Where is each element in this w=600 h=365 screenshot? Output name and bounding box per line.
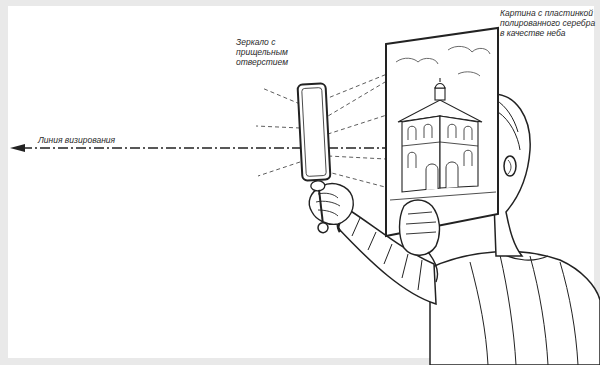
painting-part (396, 58, 438, 64)
painting-part (448, 46, 490, 54)
baptistery-building-part (435, 84, 445, 89)
holding-hand-part (408, 212, 432, 214)
annotation-label: Зеркало с прищельным отверстием (236, 37, 302, 67)
light-ray-part (258, 162, 300, 176)
baptistery-building-part (439, 78, 440, 82)
torso-part (500, 255, 516, 365)
arm-part (368, 232, 376, 250)
hand-part (318, 193, 338, 198)
head-part (496, 100, 518, 132)
baptistery-building-part (440, 116, 478, 188)
light-ray-part (328, 72, 392, 98)
annotation-label: Картина с пластинкой полированного сереб… (500, 8, 596, 38)
painting-part (386, 28, 498, 236)
arm-part (352, 218, 360, 236)
painting (386, 28, 498, 236)
sight-line-part (22, 147, 432, 148)
mirror-part (319, 190, 323, 222)
torso-part (470, 262, 488, 365)
baptistery-building-part (402, 142, 440, 146)
sight-line (10, 144, 432, 152)
torso (430, 252, 600, 365)
mirror-part (298, 83, 331, 180)
arm-part (418, 260, 422, 290)
mirror-part (318, 222, 329, 233)
baptistery-building-part (408, 152, 416, 168)
baptistery-building-part (464, 150, 472, 166)
head-part (498, 112, 520, 150)
mirror-part (302, 88, 327, 177)
torso-part (560, 262, 578, 365)
annotation-label: Линия визирования (38, 135, 168, 145)
holding-hand-part (406, 222, 436, 224)
sight-line-part (10, 144, 25, 152)
mirror-part (311, 181, 326, 192)
head-part (508, 160, 511, 174)
arm-part (384, 244, 392, 264)
light-ray-part (262, 88, 300, 104)
baptistery-building-part (426, 164, 438, 190)
arm-part (402, 254, 408, 278)
baptistery-building-part (402, 116, 440, 192)
holding-hand-part (400, 200, 440, 255)
torso-part (430, 252, 600, 365)
painting-part (458, 72, 480, 76)
light-ray-part (256, 126, 300, 128)
baptistery-building-part (440, 142, 478, 146)
baptistery-building-part (408, 126, 416, 140)
baptistery-building-part (435, 88, 445, 100)
mirror (298, 83, 334, 233)
baptistery-building (390, 78, 496, 200)
baptistery-building-part (464, 126, 472, 140)
baptistery-building-part (446, 162, 458, 188)
head-part (504, 156, 516, 176)
baptistery-building-part (424, 124, 432, 138)
holding-hand-part (428, 252, 438, 282)
baptistery-building-part (448, 124, 456, 138)
holding-hand (400, 200, 440, 282)
torso-part (530, 256, 548, 365)
baptistery-building-part (390, 192, 496, 200)
holding-hand-part (406, 232, 436, 234)
